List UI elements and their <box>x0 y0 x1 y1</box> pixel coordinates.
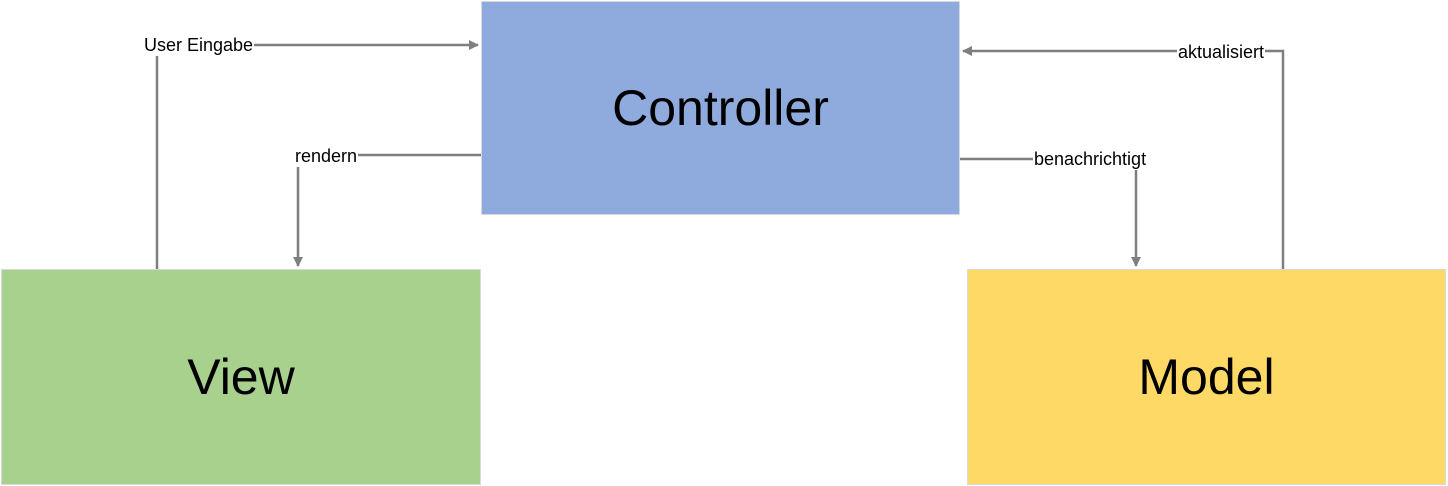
edge-update <box>962 46 1285 269</box>
edge-label-update: aktualisiert <box>1177 41 1266 63</box>
edge-label-render: rendern <box>294 145 359 167</box>
edge-label-notify: benachrichtigt <box>1033 148 1148 170</box>
view-label: View <box>187 349 295 405</box>
edge-label-user-input: User Eingabe <box>143 34 255 56</box>
edge-render <box>293 153 481 267</box>
view-node: View <box>1 269 481 485</box>
controller-label: Controller <box>612 80 829 136</box>
controller-node: Controller <box>481 1 960 215</box>
model-label: Model <box>1138 349 1275 405</box>
edge-notify <box>960 157 1141 267</box>
model-node: Model <box>967 269 1446 485</box>
